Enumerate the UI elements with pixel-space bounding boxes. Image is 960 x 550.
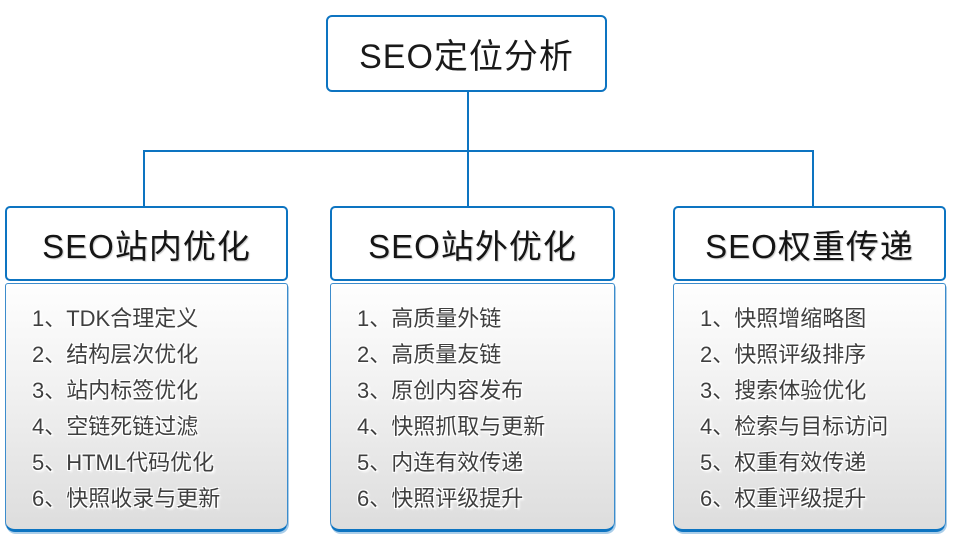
branch-list-weight-transfer: 1、快照增缩略图 2、快照评级排序 3、搜索体验优化 4、检索与目标访问 5、权… bbox=[673, 283, 946, 532]
list-item: 6、权重评级提升 bbox=[700, 486, 867, 511]
list-item: 3、站内标签优化 bbox=[32, 378, 199, 403]
branch-header-weight-transfer: SEO权重传递 bbox=[673, 206, 946, 281]
list-item: 1、高质量外链 bbox=[357, 306, 502, 331]
list-item: 1、快照增缩略图 bbox=[700, 306, 867, 331]
list-item: 5、权重有效传递 bbox=[700, 450, 867, 475]
list-item: 2、快照评级排序 bbox=[700, 342, 867, 367]
branch-list-offsite-seo: 1、高质量外链 2、高质量友链 3、原创内容发布 4、快照抓取与更新 5、内连有… bbox=[330, 283, 615, 532]
list-item: 3、搜索体验优化 bbox=[700, 378, 867, 403]
list-item: 5、HTML代码优化 bbox=[32, 450, 215, 475]
connector-drop-left bbox=[143, 150, 145, 208]
branch-header-offsite-seo: SEO站外优化 bbox=[330, 206, 615, 281]
connector-drop-right bbox=[812, 150, 814, 208]
list-item: 2、结构层次优化 bbox=[32, 342, 199, 367]
connector-horizontal-bus bbox=[143, 150, 814, 152]
branch-header-onsite-seo: SEO站内优化 bbox=[5, 206, 288, 281]
list-item: 6、快照收录与更新 bbox=[32, 486, 221, 511]
list-item: 1、TDK合理定义 bbox=[32, 306, 199, 331]
list-item: 4、检索与目标访问 bbox=[700, 414, 889, 439]
list-item: 4、快照抓取与更新 bbox=[357, 414, 546, 439]
list-item: 3、原创内容发布 bbox=[357, 378, 524, 403]
root-node: SEO定位分析 bbox=[326, 15, 607, 92]
list-item: 2、高质量友链 bbox=[357, 342, 502, 367]
list-item: 6、快照评级提升 bbox=[357, 486, 524, 511]
list-item: 5、内连有效传递 bbox=[357, 450, 524, 475]
branch-list-onsite-seo: 1、TDK合理定义 2、结构层次优化 3、站内标签优化 4、空链死链过滤 5、H… bbox=[5, 283, 288, 532]
list-item: 4、空链死链过滤 bbox=[32, 414, 199, 439]
